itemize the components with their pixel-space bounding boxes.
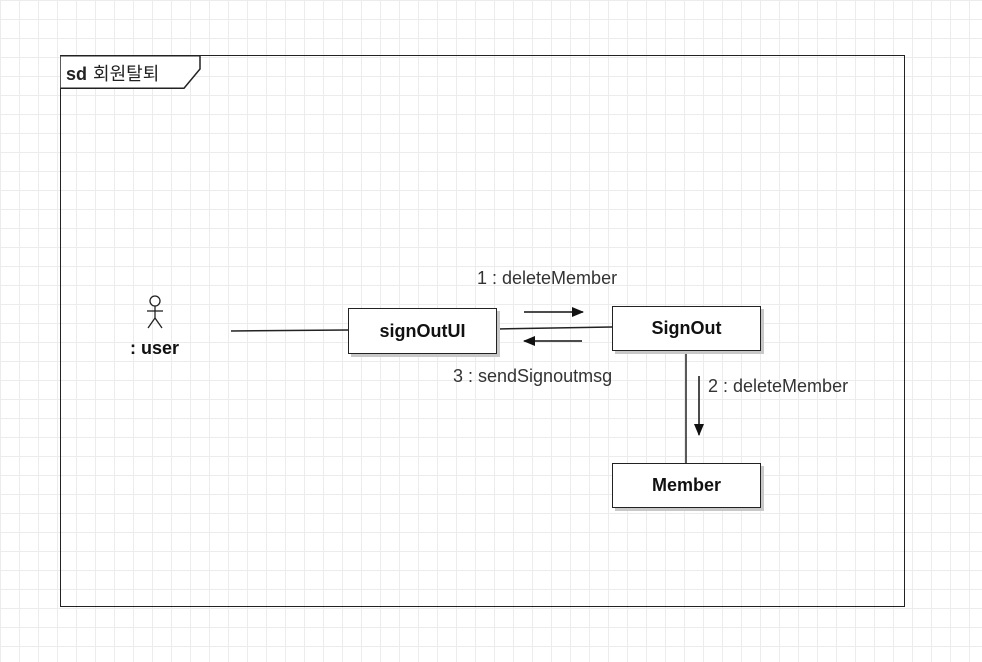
message-2-label: 2 : deleteMember bbox=[708, 376, 849, 396]
message-3-label: 3 : sendSignoutmsg bbox=[453, 366, 613, 386]
actor-icon bbox=[147, 295, 163, 329]
actor-label: : user bbox=[130, 338, 180, 358]
link-user-signoutui bbox=[230, 329, 349, 332]
frame-tag-pentagon bbox=[60, 55, 201, 89]
diagram-frame bbox=[60, 55, 905, 607]
object-signout[interactable]: SignOut bbox=[612, 306, 761, 351]
frame-name: 회원탈퇴 bbox=[93, 64, 160, 84]
object-member[interactable]: Member bbox=[612, 463, 761, 508]
frame-keyword: sd bbox=[66, 64, 88, 84]
link-signoutui-signout bbox=[496, 326, 613, 330]
message-1-label: 1 : deleteMember bbox=[477, 268, 618, 288]
object-signoutui[interactable]: signOutUI bbox=[348, 308, 497, 354]
